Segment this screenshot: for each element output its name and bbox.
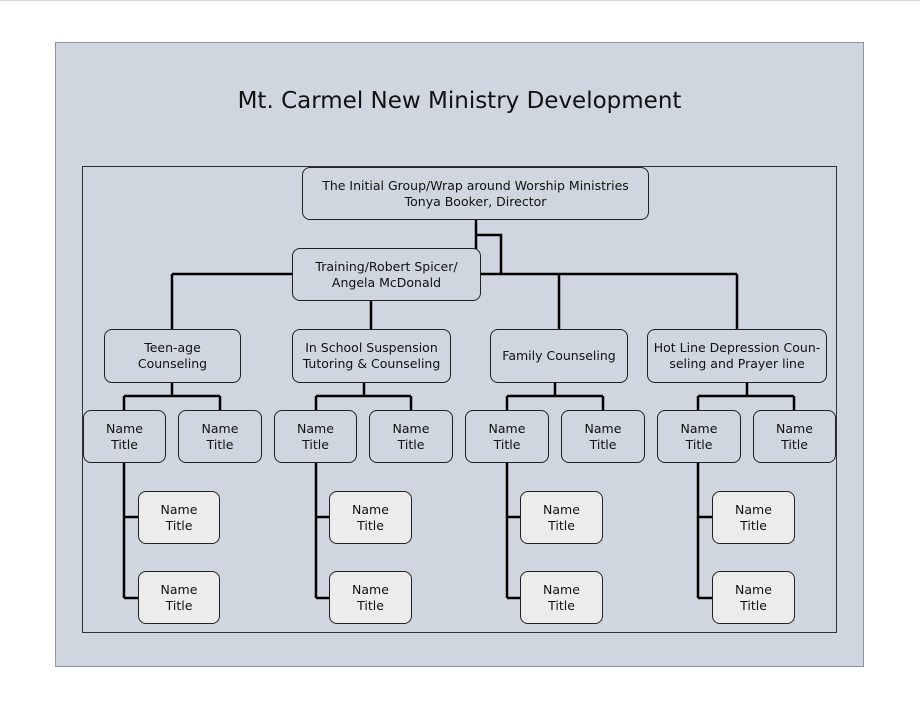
ministry-family-counseling-box: Family Counseling: [490, 329, 628, 383]
training-box: Training/Robert Spicer/ Angela McDonald: [292, 248, 481, 301]
member-name: Name: [352, 501, 389, 517]
member-name: Name: [776, 420, 813, 436]
ministry-label: Teen-age Counseling: [137, 340, 208, 371]
member-title: Title: [685, 436, 713, 452]
ministry-hotline-box: Hot Line Depression Coun- seling and Pra…: [647, 329, 827, 383]
member-name: Name: [352, 581, 389, 597]
member-title: Title: [302, 436, 329, 452]
training-line1: Training/Robert Spicer/: [315, 258, 458, 274]
member-title: Title: [589, 436, 617, 452]
ministry-label: Hot Line Depression Coun- seling and Pra…: [653, 340, 821, 371]
ministry-school-suspension-box: In School Suspension Tutoring & Counseli…: [292, 329, 451, 383]
member-title: Title: [397, 436, 425, 452]
member-name: Name: [543, 501, 580, 517]
member-title: Title: [357, 597, 384, 613]
member-title: Title: [548, 597, 575, 613]
page-title: Mt. Carmel New Ministry Development: [237, 88, 682, 114]
member-name: Name: [735, 501, 772, 517]
member-name: Name: [160, 501, 198, 517]
member-name: Name: [680, 420, 718, 436]
top-divider: [0, 0, 920, 1]
top-ministry-line2: Tonya Booker, Director: [404, 193, 547, 209]
member-name: Name: [735, 581, 772, 597]
member-name: Name: [201, 420, 239, 436]
member-name: Name: [584, 420, 622, 436]
member-name: Name: [106, 420, 143, 436]
training-line2: Angela McDonald: [331, 274, 442, 290]
member-name: Name: [392, 420, 430, 436]
member-name: Name: [160, 581, 198, 597]
member-title: Title: [206, 436, 234, 452]
member-name: Name: [543, 581, 580, 597]
member-title: Title: [165, 597, 193, 613]
top-ministry-box: The Initial Group/Wrap around Worship Mi…: [302, 167, 649, 220]
member-title: Title: [740, 517, 767, 533]
ministry-label: In School Suspension Tutoring & Counseli…: [302, 340, 441, 371]
member-name: Name: [297, 420, 334, 436]
top-ministry-line1: The Initial Group/Wrap around Worship Mi…: [322, 177, 629, 193]
member-title: Title: [357, 517, 384, 533]
member-name: Name: [488, 420, 526, 436]
member-title: Title: [781, 436, 808, 452]
ministry-label: Family Counseling: [502, 348, 616, 363]
chart-frame: [82, 166, 837, 633]
member-title: Title: [548, 517, 575, 533]
member-title: Title: [165, 517, 193, 533]
member-title: Title: [740, 597, 767, 613]
ministry-teen-counseling-box: Teen-age Counseling: [104, 329, 241, 383]
member-title: Title: [111, 436, 138, 452]
member-title: Title: [493, 436, 521, 452]
